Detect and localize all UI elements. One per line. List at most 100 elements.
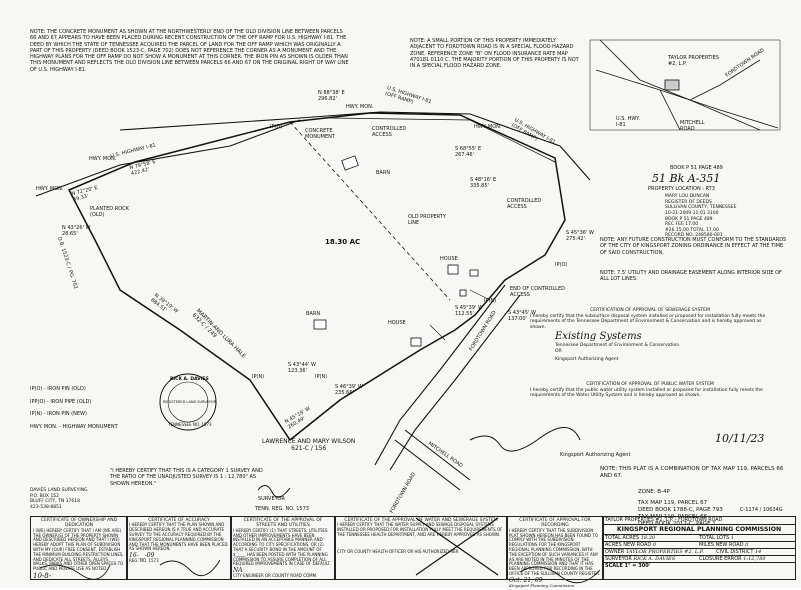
title-commission: KINGSPORT REGIONAL PLANNING COMMISSION <box>603 525 795 535</box>
flood-note: NOTE: A SMALL PORTION OF THIS PROPERTY I… <box>410 38 579 69</box>
book-handwritten: 51 Bk A-351 <box>652 172 721 185</box>
recording-cert-box: CERTIFICATE OF APPROVAL FOR RECORDING I … <box>506 516 604 588</box>
accuracy-cert-date: 16-__-09 <box>129 552 155 560</box>
surveyor-signature <box>257 485 291 498</box>
water-sewer-cert-footer: CITY OR COUNTY HEALTH OFFICER OR HIS AUT… <box>337 548 459 554</box>
vicinity-taylor: TAYLOR PROPERTIES #2, L.P. <box>668 55 719 67</box>
miles-new-road-value: 0 <box>745 542 749 548</box>
accuracy-cert-reg: REG. NO. 1573 <box>129 558 159 564</box>
legend-item: IPP(O) - IRON PIPE (OLD) <box>30 398 92 405</box>
bearing-7: S 46°39' W 235.66' <box>335 384 363 396</box>
hwy-line-upper <box>119 111 591 181</box>
monument-note: NOTE: THE CONCRETE MONUMENT AS SHOWN AT … <box>30 29 349 73</box>
bearing-3: S 48°16' E 335.85' <box>470 177 497 189</box>
seal-state: TENNESSEE No. 1573 <box>168 422 212 427</box>
water-sewer-cert-body: I HEREBY CERTIFY THAT THE WATER SUPPLY A… <box>337 522 503 537</box>
zone-label: ZONE: B-4P <box>638 489 670 495</box>
barn-label-1: BARN <box>376 170 391 176</box>
barn-top <box>341 155 359 171</box>
scale-label: SCALE 1" = <box>605 563 639 569</box>
bearing-1: N 88°38' E 296.82' <box>318 90 345 102</box>
end-controlled-access-label: END OF CONTROLLED ACCESS <box>510 286 565 298</box>
total-acres-label: TOTAL ACRES <box>605 535 640 541</box>
total-acres-value: 18.30 <box>640 535 656 541</box>
ownership-cert-date: 10-8- <box>33 571 52 580</box>
seal-line: REGISTERED LAND SURVEYOR <box>163 400 217 404</box>
water-signature <box>469 427 581 452</box>
legend: IP(O) - IRON PIN (OLD) IPP(O) - IRON PIP… <box>30 380 150 436</box>
register-stamp: MARY LOU DUNCAN REGISTER OF DEEDS SULLIV… <box>665 194 737 239</box>
hwy-line-lower <box>35 119 301 197</box>
water-body: I hereby certify that the public water u… <box>530 387 763 399</box>
owner-label: OWNER <box>605 549 625 555</box>
vicinity-site <box>664 79 680 91</box>
owner-value: TAYLOR PROPERTIES #2, L.P. <box>625 549 704 555</box>
surveyor-sig-label: SURVEYOR <box>258 496 285 502</box>
easement-note: NOTE: 7.5' UTILITY AND DRAINAGE EASEMENT… <box>600 270 782 283</box>
water-title: CERTIFICATION OF APPROVAL OF PUBLIC WATE… <box>586 382 714 387</box>
book-page-label: BOOK P 51 PAGE 489 <box>670 165 723 171</box>
bearing-8: S 43°44' W 123.36' <box>288 362 316 374</box>
owner-signature <box>39 564 111 580</box>
water-certification: CERTIFICATION OF APPROVAL OF PUBLIC WATE… <box>530 382 770 399</box>
hwy-mon-label-4: HWY. MON. <box>36 186 64 192</box>
scale-value: 300' <box>638 563 651 569</box>
sewerage-existing: Existing Systems <box>555 330 642 342</box>
category-certification: "I HEREBY CERTIFY THAT THIS IS A CATEGOR… <box>110 468 263 487</box>
file-number: C-1174 / 10634G <box>740 507 783 513</box>
ownership-cert-box: CERTIFICATE OF OWNERSHIP AND DEDICATION … <box>30 516 128 580</box>
ip-o-label-2: IP(O) <box>555 262 568 268</box>
water-sewer-cert-title: CERTIFICATE OF THE APPROVAL OF WATER AND… <box>344 518 498 523</box>
ip-n-label-1: IP(N) <box>315 374 328 380</box>
wilson-label: LAWRENCE AND MARY WILSON 621-C / 156 <box>262 438 356 452</box>
title-block: TAYLOR PROPERTIES #2, L.P. - FORDTOWN RO… <box>602 516 796 580</box>
recording-cert-body: I HEREBY CERTIFY THAT THE SUBDIVISION PL… <box>509 527 601 576</box>
hwy-mon-label-2: HWY. MON. <box>474 124 502 130</box>
property-location: PROPERTY LOCATION : RT3 <box>648 186 715 192</box>
mitchell-road-edge2 <box>404 429 471 481</box>
barn-label-2: BARN <box>306 311 321 317</box>
water-sewer-cert-box: CERTIFICATE OF THE APPROVAL OF WATER AND… <box>334 516 508 580</box>
house-label-1: HOUSE <box>440 256 458 262</box>
surveyor-label: SURVEYOR <box>605 556 632 562</box>
accuracy-cert-box: CERTIFICATE OF ACCURACY I HEREBY CERTIFY… <box>126 516 232 580</box>
bearing-2: S 68°55' E 267.46' <box>455 146 482 158</box>
total-lots-value: 1 <box>730 535 735 541</box>
ip-n-label-3: IP(N) <box>484 298 497 304</box>
planted-rock-label: PLANTED ROCK (OLD) <box>90 206 129 218</box>
controlled-access-label-2: CONTROLLED ACCESS <box>507 198 542 210</box>
acreage-label: 18.30 Ac <box>325 238 361 246</box>
vicinity-mitchell: MITCHELL ROAD <box>680 120 705 132</box>
title-project: TAYLOR PROPERTIES #2, L.P. - FORDTOWN RO… <box>603 517 795 525</box>
acres-new-road-value: 0 <box>652 542 657 548</box>
sewerage-dept: Tennessee Department of Environment & Co… <box>555 343 680 348</box>
house-middle <box>410 337 422 347</box>
ip-n-label-2: IP(N) <box>252 374 265 380</box>
surveyor-seal <box>159 373 217 431</box>
controlled-access-label-1: CONTROLLED ACCESS <box>372 126 407 138</box>
legend-item: IP(N) - IRON PIN (NEW) <box>30 411 87 418</box>
hwy-mon-label-1: HWY. MON. <box>346 104 374 110</box>
vicinity-map-frame <box>589 39 781 131</box>
fordtown-road-edge2 <box>389 294 521 471</box>
civil-district-value: 14 <box>754 549 762 555</box>
sewerage-agent: Kingsport Authorizing Agent <box>555 357 619 363</box>
civil-district-label: CIVIL DISTRICT <box>716 549 754 555</box>
legend-item: IP(O) - IRON PIN (OLD) <box>30 386 86 393</box>
closure-value: 1:12,780 <box>743 556 766 562</box>
streets-cert-box: CERTIFICATE OF THE APPROVAL OF STREETS A… <box>230 516 336 580</box>
hwy-mon-label-3: HWY. MON. <box>89 156 117 162</box>
bearing-4: S 45°36' W 275.42' <box>566 230 594 242</box>
ip-o-label-1: IP(O) <box>270 124 283 130</box>
tax-map-67: TAX MAP 119, PARCEL 67 DEED BOOK 1788-C,… <box>638 500 723 513</box>
closure-label: CLOSURE ERROR <box>699 556 742 562</box>
mitchell-road-edge1 <box>394 439 461 491</box>
bearing-6: S 43°45' W 137.00' <box>508 310 536 322</box>
seal-name: RICK A. DAVIES <box>170 377 209 382</box>
streets-cert-title: CERTIFICATE OF THE APPROVAL OF STREETS A… <box>243 518 323 529</box>
water-date: 10/11/23 <box>715 432 765 445</box>
house-top <box>447 264 459 275</box>
legend-item: HWY. MON. - HIGHWAY MONUMENT <box>30 423 118 430</box>
fordtown-road-edge1 <box>374 284 506 466</box>
